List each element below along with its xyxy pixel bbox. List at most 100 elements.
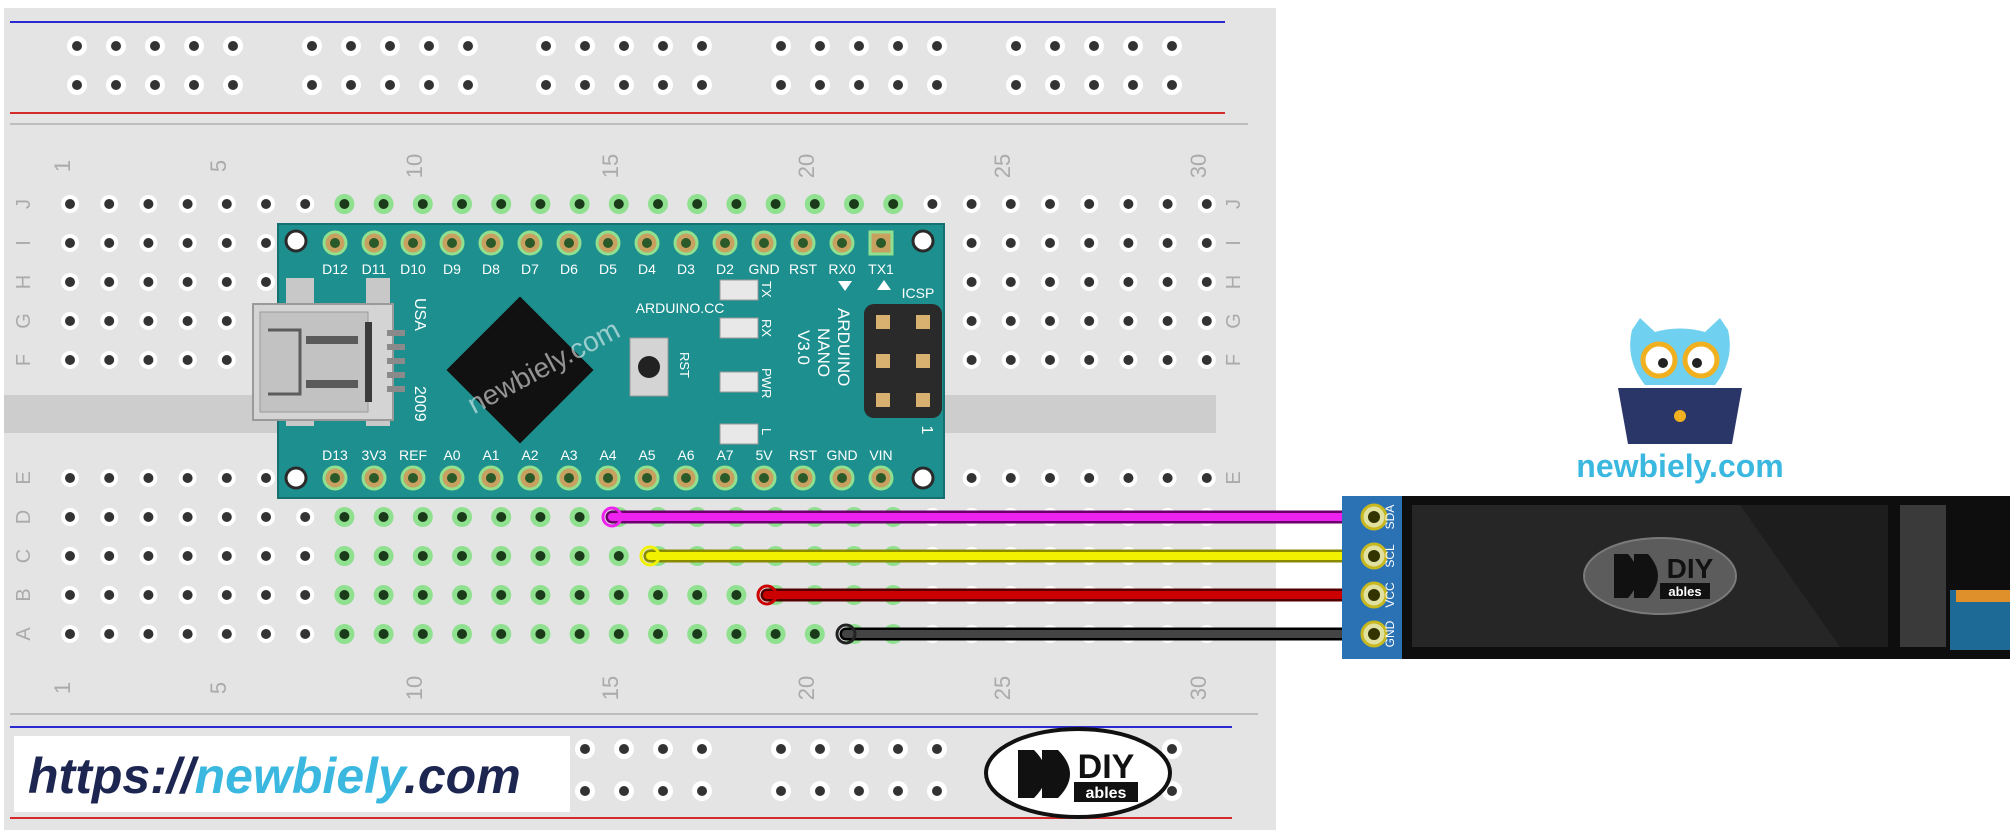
column-number-15: 15 [598, 154, 623, 178]
pin-label: RST [789, 261, 817, 277]
terminal-hole-center [65, 355, 75, 365]
row-letter-b-left: B [13, 588, 35, 601]
terminal-hole-center [261, 629, 271, 639]
terminal-hole-center [535, 512, 546, 522]
terminal-hole-center [1005, 277, 1016, 287]
rail-hole-center [1167, 744, 1177, 754]
pin-label: A1 [482, 447, 499, 463]
terminal-hole-center [574, 629, 585, 639]
rail-hole-center [580, 41, 590, 51]
header-pin-center [486, 473, 496, 483]
terminal-hole-center [104, 355, 115, 365]
rail-hole-center [463, 80, 473, 90]
usb-contact [306, 336, 358, 344]
url-text[interactable]: https://newbiely.com [28, 748, 521, 804]
oled-logo-text-big: DIY [1667, 553, 1714, 584]
column-number-1: 1 [50, 682, 75, 694]
terminal-hole-center [1123, 199, 1134, 209]
terminal-hole-center [966, 238, 977, 248]
terminal-hole-center [104, 199, 115, 209]
mascot-site-text: newbiely.com [1576, 448, 1783, 484]
rail-hole-center [150, 41, 160, 51]
reset-button-cap[interactable] [638, 356, 660, 378]
terminal-hole-center [339, 629, 350, 639]
diyables-text-small: ables [1086, 785, 1127, 802]
row-letter-f-right: F [1223, 354, 1245, 366]
terminal-hole-center [104, 277, 115, 287]
row-letter-j-left: J [13, 199, 35, 209]
terminal-hole-center [1201, 355, 1212, 365]
rail-hole-center [424, 80, 434, 90]
oled-pin-label-sda: SDA [1383, 505, 1397, 530]
pin-label: D6 [560, 261, 578, 277]
row-letter-g-left: G [13, 313, 35, 329]
diyables-logo: DIY ables [984, 727, 1172, 819]
terminal-hole-center [65, 277, 75, 287]
wire-end-vcc-breadboard [756, 584, 778, 606]
terminal-hole-center [692, 199, 703, 209]
rail-hole-center [1089, 41, 1099, 51]
owl-pupil-icon [1658, 358, 1668, 368]
rail-hole-center [1011, 41, 1021, 51]
row-letter-i-left: I [13, 240, 35, 246]
terminal-hole-center [535, 590, 546, 600]
pin-label: A6 [677, 447, 694, 463]
owl-pupil-icon [1692, 358, 1702, 368]
terminal-hole-center [966, 355, 977, 365]
terminal-hole-center [378, 629, 389, 639]
terminal-hole-center [104, 551, 115, 561]
top-pin-labels: D12 D11 D10 D9 D8 D7 D6 D5 D4 D3 D2 GND … [322, 261, 894, 277]
rail-hole-center [776, 41, 786, 51]
url-banner[interactable]: https://newbiely.com [14, 736, 570, 812]
column-number-15: 15 [598, 676, 623, 700]
terminal-hole-center [417, 512, 428, 522]
terminal-hole-center [417, 629, 428, 639]
header-pin-center [759, 473, 769, 483]
usb-contact [365, 322, 372, 402]
diyables-d-icon [1018, 750, 1046, 798]
terminal-hole-center [1084, 199, 1095, 209]
header-pin-center [408, 473, 418, 483]
terminal-hole-center [104, 590, 115, 600]
terminal-hole-center [65, 512, 75, 522]
pin-label: A5 [638, 447, 655, 463]
row-letter-j-right: J [1223, 199, 1245, 209]
icsp-pin [916, 393, 930, 407]
column-numbers-bottom: 1 5 10 15 20 25 30 [50, 676, 1211, 700]
pin-label: RST [789, 447, 817, 463]
icsp-pin [876, 393, 890, 407]
wires [601, 506, 1385, 645]
arduino-cc-label: ARDUINO.CC [636, 300, 725, 316]
rail-hole-center [307, 80, 317, 90]
pin-label: A0 [443, 447, 460, 463]
oled-logo-d-icon [1614, 554, 1638, 598]
rail-hole-center [424, 41, 434, 51]
rail-hole-center [932, 786, 942, 796]
mounting-hole [284, 466, 308, 490]
terminal-hole-center [65, 629, 75, 639]
terminal-hole-center [143, 355, 154, 365]
terminal-hole-center [261, 590, 271, 600]
terminal-hole-center [65, 551, 75, 561]
oled-logo-text-small: ables [1668, 584, 1701, 599]
terminal-hole-center [1162, 238, 1173, 248]
oled-pin-center [1368, 589, 1380, 601]
terminal-hole-center [104, 473, 115, 483]
terminal-hole-center [809, 199, 820, 209]
terminal-hole-center [1084, 316, 1095, 326]
oled-pin-center [1368, 550, 1380, 562]
terminal-hole-center [1045, 277, 1055, 287]
terminal-hole-center [221, 199, 232, 209]
column-number-25: 25 [990, 154, 1015, 178]
pin-label: 5V [755, 447, 773, 463]
terminal-hole-center [182, 473, 193, 483]
terminal-hole-center [378, 199, 389, 209]
terminal-hole-center [1201, 277, 1212, 287]
terminal-hole-center [457, 629, 467, 639]
row-letter-d-left: D [13, 510, 35, 524]
terminal-hole-center [1005, 473, 1016, 483]
row-letter-g-right: G [1223, 313, 1245, 329]
rail-hole-center [815, 786, 825, 796]
terminal-hole-center [261, 199, 271, 209]
usa-label: USA [411, 298, 428, 331]
